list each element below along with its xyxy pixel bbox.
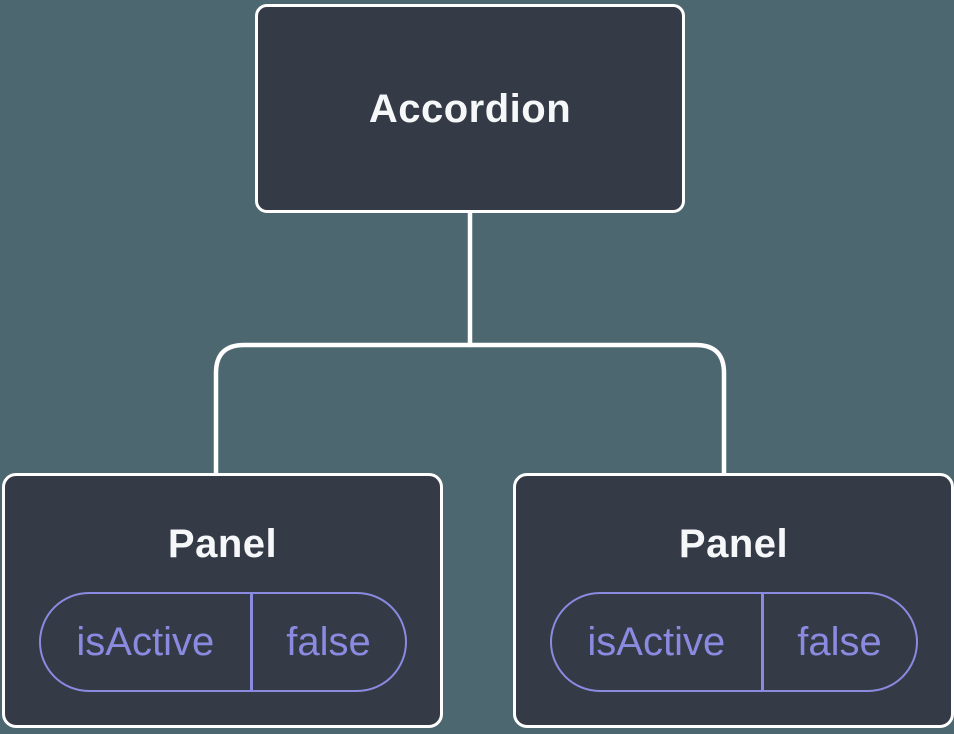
state-key: isActive: [587, 620, 726, 664]
pill-divider: [250, 594, 253, 690]
state-value: false: [797, 620, 882, 664]
pill-divider: [761, 594, 764, 690]
node-panel-left: Panel isActive false: [2, 473, 443, 728]
state-pill-left: isActive false: [38, 592, 407, 692]
node-accordion-label: Accordion: [368, 86, 572, 131]
node-panel-right-label: Panel: [678, 522, 789, 566]
node-panel-left-label: Panel: [167, 522, 278, 566]
state-key: isActive: [76, 620, 215, 664]
node-panel-right: Panel isActive false: [513, 473, 954, 728]
connector-branch: [213, 342, 727, 476]
state-value: false: [286, 620, 371, 664]
node-accordion: Accordion: [255, 4, 685, 213]
state-pill-right: isActive false: [549, 592, 918, 692]
